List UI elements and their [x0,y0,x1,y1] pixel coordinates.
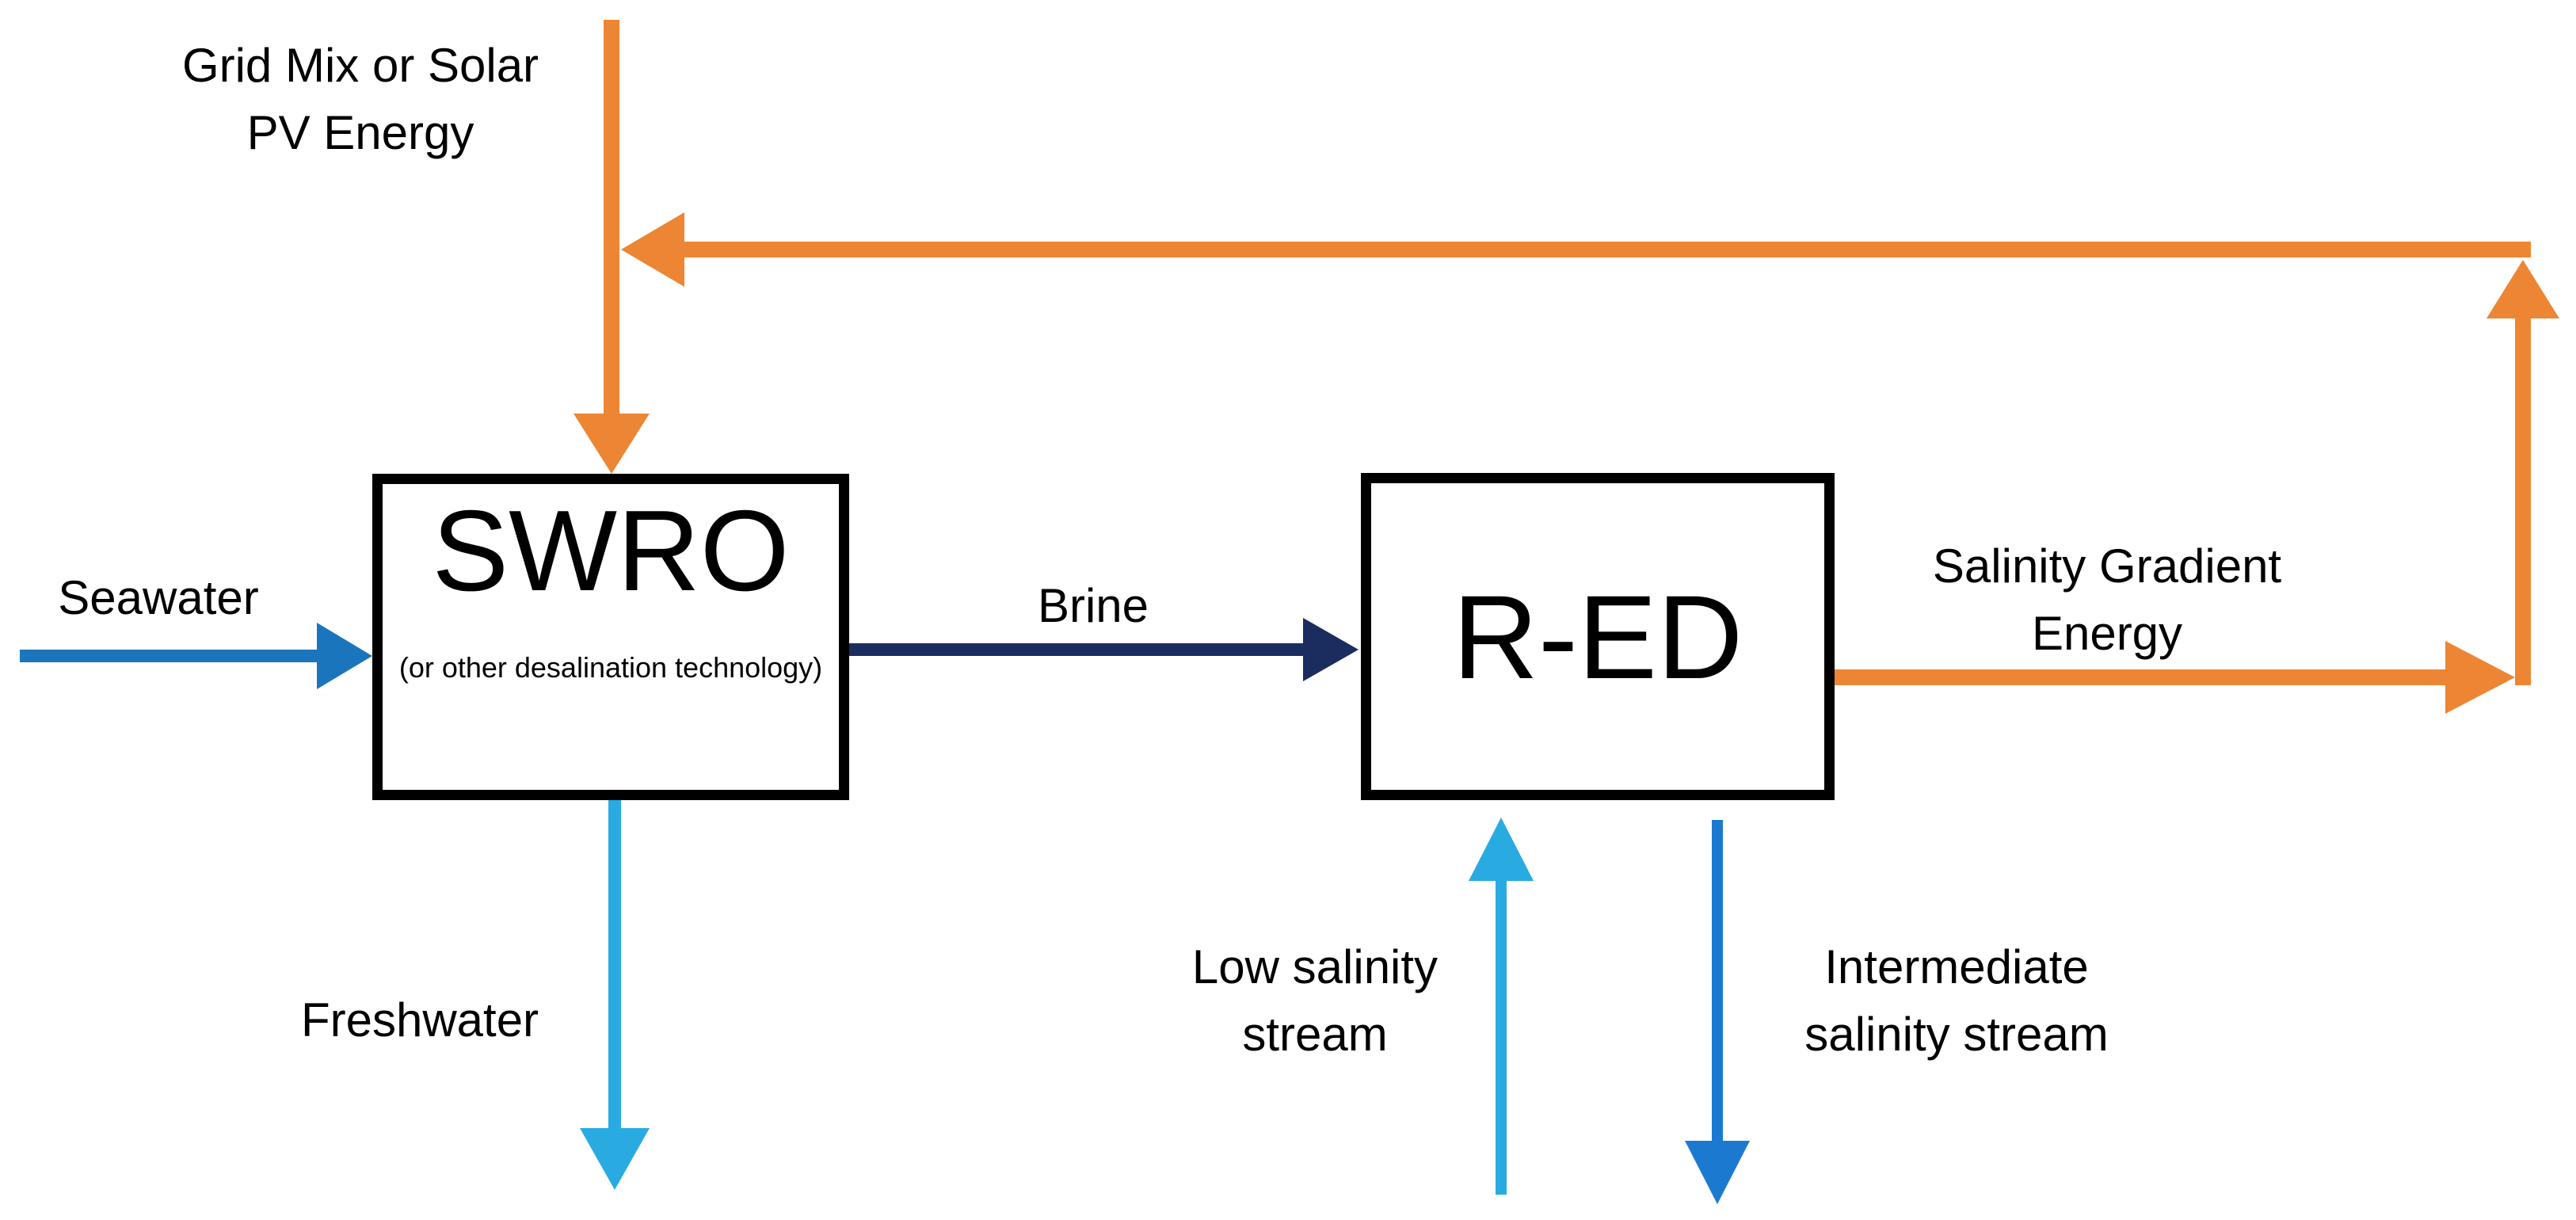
red-process-box: R-ED [1361,473,1835,800]
grid-energy-line [604,20,619,414]
intermediate-salinity-arrowhead-down-icon [1685,1141,1750,1204]
salinity-gradient-energy-line [1835,669,2445,685]
seawater-arrowhead-right-icon [317,623,372,689]
freshwater-line [608,800,621,1129]
energy-return-line [680,242,2531,257]
intermediate-label-line1: Intermediate [1824,940,2089,993]
brine-arrowhead-right-icon [1303,618,1358,681]
seawater-label: Seawater [58,571,259,624]
energy-return-arrowhead-left-icon [621,212,684,287]
grid-energy-label-line2: PV Energy [246,106,474,160]
freshwater-arrowhead-down-icon [580,1128,650,1190]
low-salinity-line [1496,879,1507,1195]
grid-energy-label: Grid Mix or Solar PV Energy [111,32,610,166]
intermediate-salinity-line [1712,820,1723,1142]
red-box-title: R-ED [1452,570,1743,703]
salinity-gradient-arrowhead-right-icon [2445,641,2515,714]
grid-energy-arrowhead-down-icon [574,414,650,474]
salinity-gradient-label-line2: Energy [2031,607,2183,661]
grid-energy-label-line1: Grid Mix or Solar [181,39,539,92]
swro-process-box: SWRO (or other desalination technology) [372,474,849,800]
seawater-line [20,650,318,662]
salinity-gradient-arrowhead-up-icon [2486,260,2559,318]
intermediate-salinity-stream-label: Intermediate salinity stream [1755,933,2159,1068]
low-salinity-label-line2: stream [1242,1008,1388,1062]
intermediate-label-line2: salinity stream [1804,1008,2109,1062]
brine-label: Brine [1037,579,1149,632]
salinity-gradient-energy-label: Salinity Gradient Energy [1846,532,2368,667]
salinity-gradient-riser-line [2515,317,2531,685]
salinity-gradient-label-line1: Salinity Gradient [1932,539,2282,593]
low-salinity-label-line1: Low salinity [1191,940,1439,993]
swro-box-title: SWRO [432,486,790,615]
low-salinity-arrowhead-up-icon [1469,818,1534,881]
swro-box-subtitle: (or other desalination technology) [399,650,822,687]
low-salinity-stream-label: Low salinity stream [1141,933,1489,1068]
swro-subtitle-line2: technology) [675,651,823,684]
brine-line [849,643,1305,656]
freshwater-label: Freshwater [300,993,539,1047]
swro-subtitle-line1: (or other desalination [398,651,668,684]
